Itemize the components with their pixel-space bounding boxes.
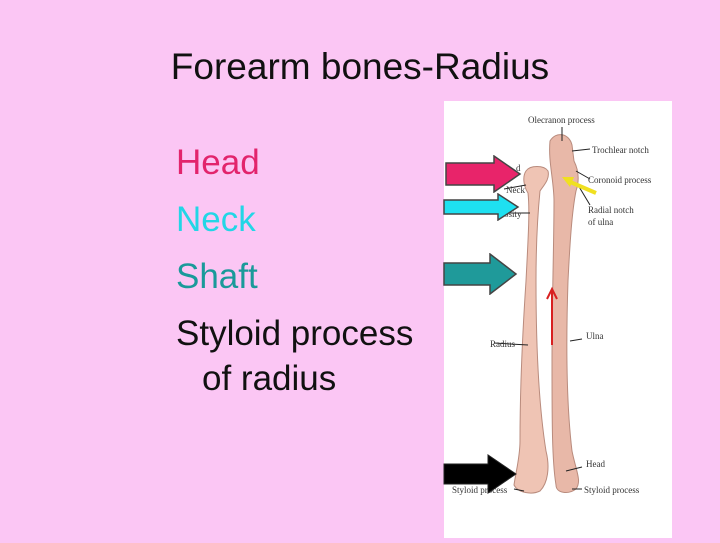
- label-coronoid: Coronoid process: [588, 175, 652, 185]
- label-of-ulna: of ulna: [588, 217, 613, 227]
- ulna-red-arrow: [546, 286, 558, 345]
- parts-list: Head Neck Shaft Styloid process of radiu…: [176, 134, 413, 407]
- slide-title: Forearm bones-Radius: [170, 46, 550, 87]
- styloid-arrow-icon: [443, 454, 517, 494]
- forearm-bones-drawing: Olecranon process Trochlear notch Corono…: [452, 115, 652, 495]
- label-ulna: Ulna: [586, 331, 604, 341]
- leader-lines: [493, 127, 591, 492]
- label-styloid-ulna: Styloid process: [584, 485, 640, 495]
- head-arrow-icon: [445, 155, 522, 193]
- label-ulna-head: Head: [586, 459, 605, 469]
- radius-bone: [513, 166, 549, 494]
- label-neck: Neck: [506, 185, 525, 195]
- list-item-styloid-sub: of radius: [202, 359, 337, 398]
- label-olecranon: Olecranon process: [528, 115, 595, 125]
- list-item-styloid: Styloid process: [176, 314, 414, 353]
- neck-arrow-icon: [443, 193, 520, 221]
- label-styloid-radius: Styloid process: [452, 485, 508, 495]
- list-item-neck: Neck: [176, 200, 256, 239]
- label-tuberosity: osity: [504, 209, 522, 219]
- shaft-arrow-icon: [443, 253, 518, 295]
- label-radius: Radius: [490, 339, 515, 349]
- label-radial-notch: Radial notch: [588, 205, 634, 215]
- list-item-shaft: Shaft: [176, 257, 258, 296]
- coronoid-arrow: [562, 177, 597, 195]
- ulna-bone: [549, 134, 579, 493]
- label-trochlear: Trochlear notch: [592, 145, 649, 155]
- list-item-head: Head: [176, 143, 260, 182]
- label-head-partial: d: [516, 163, 521, 173]
